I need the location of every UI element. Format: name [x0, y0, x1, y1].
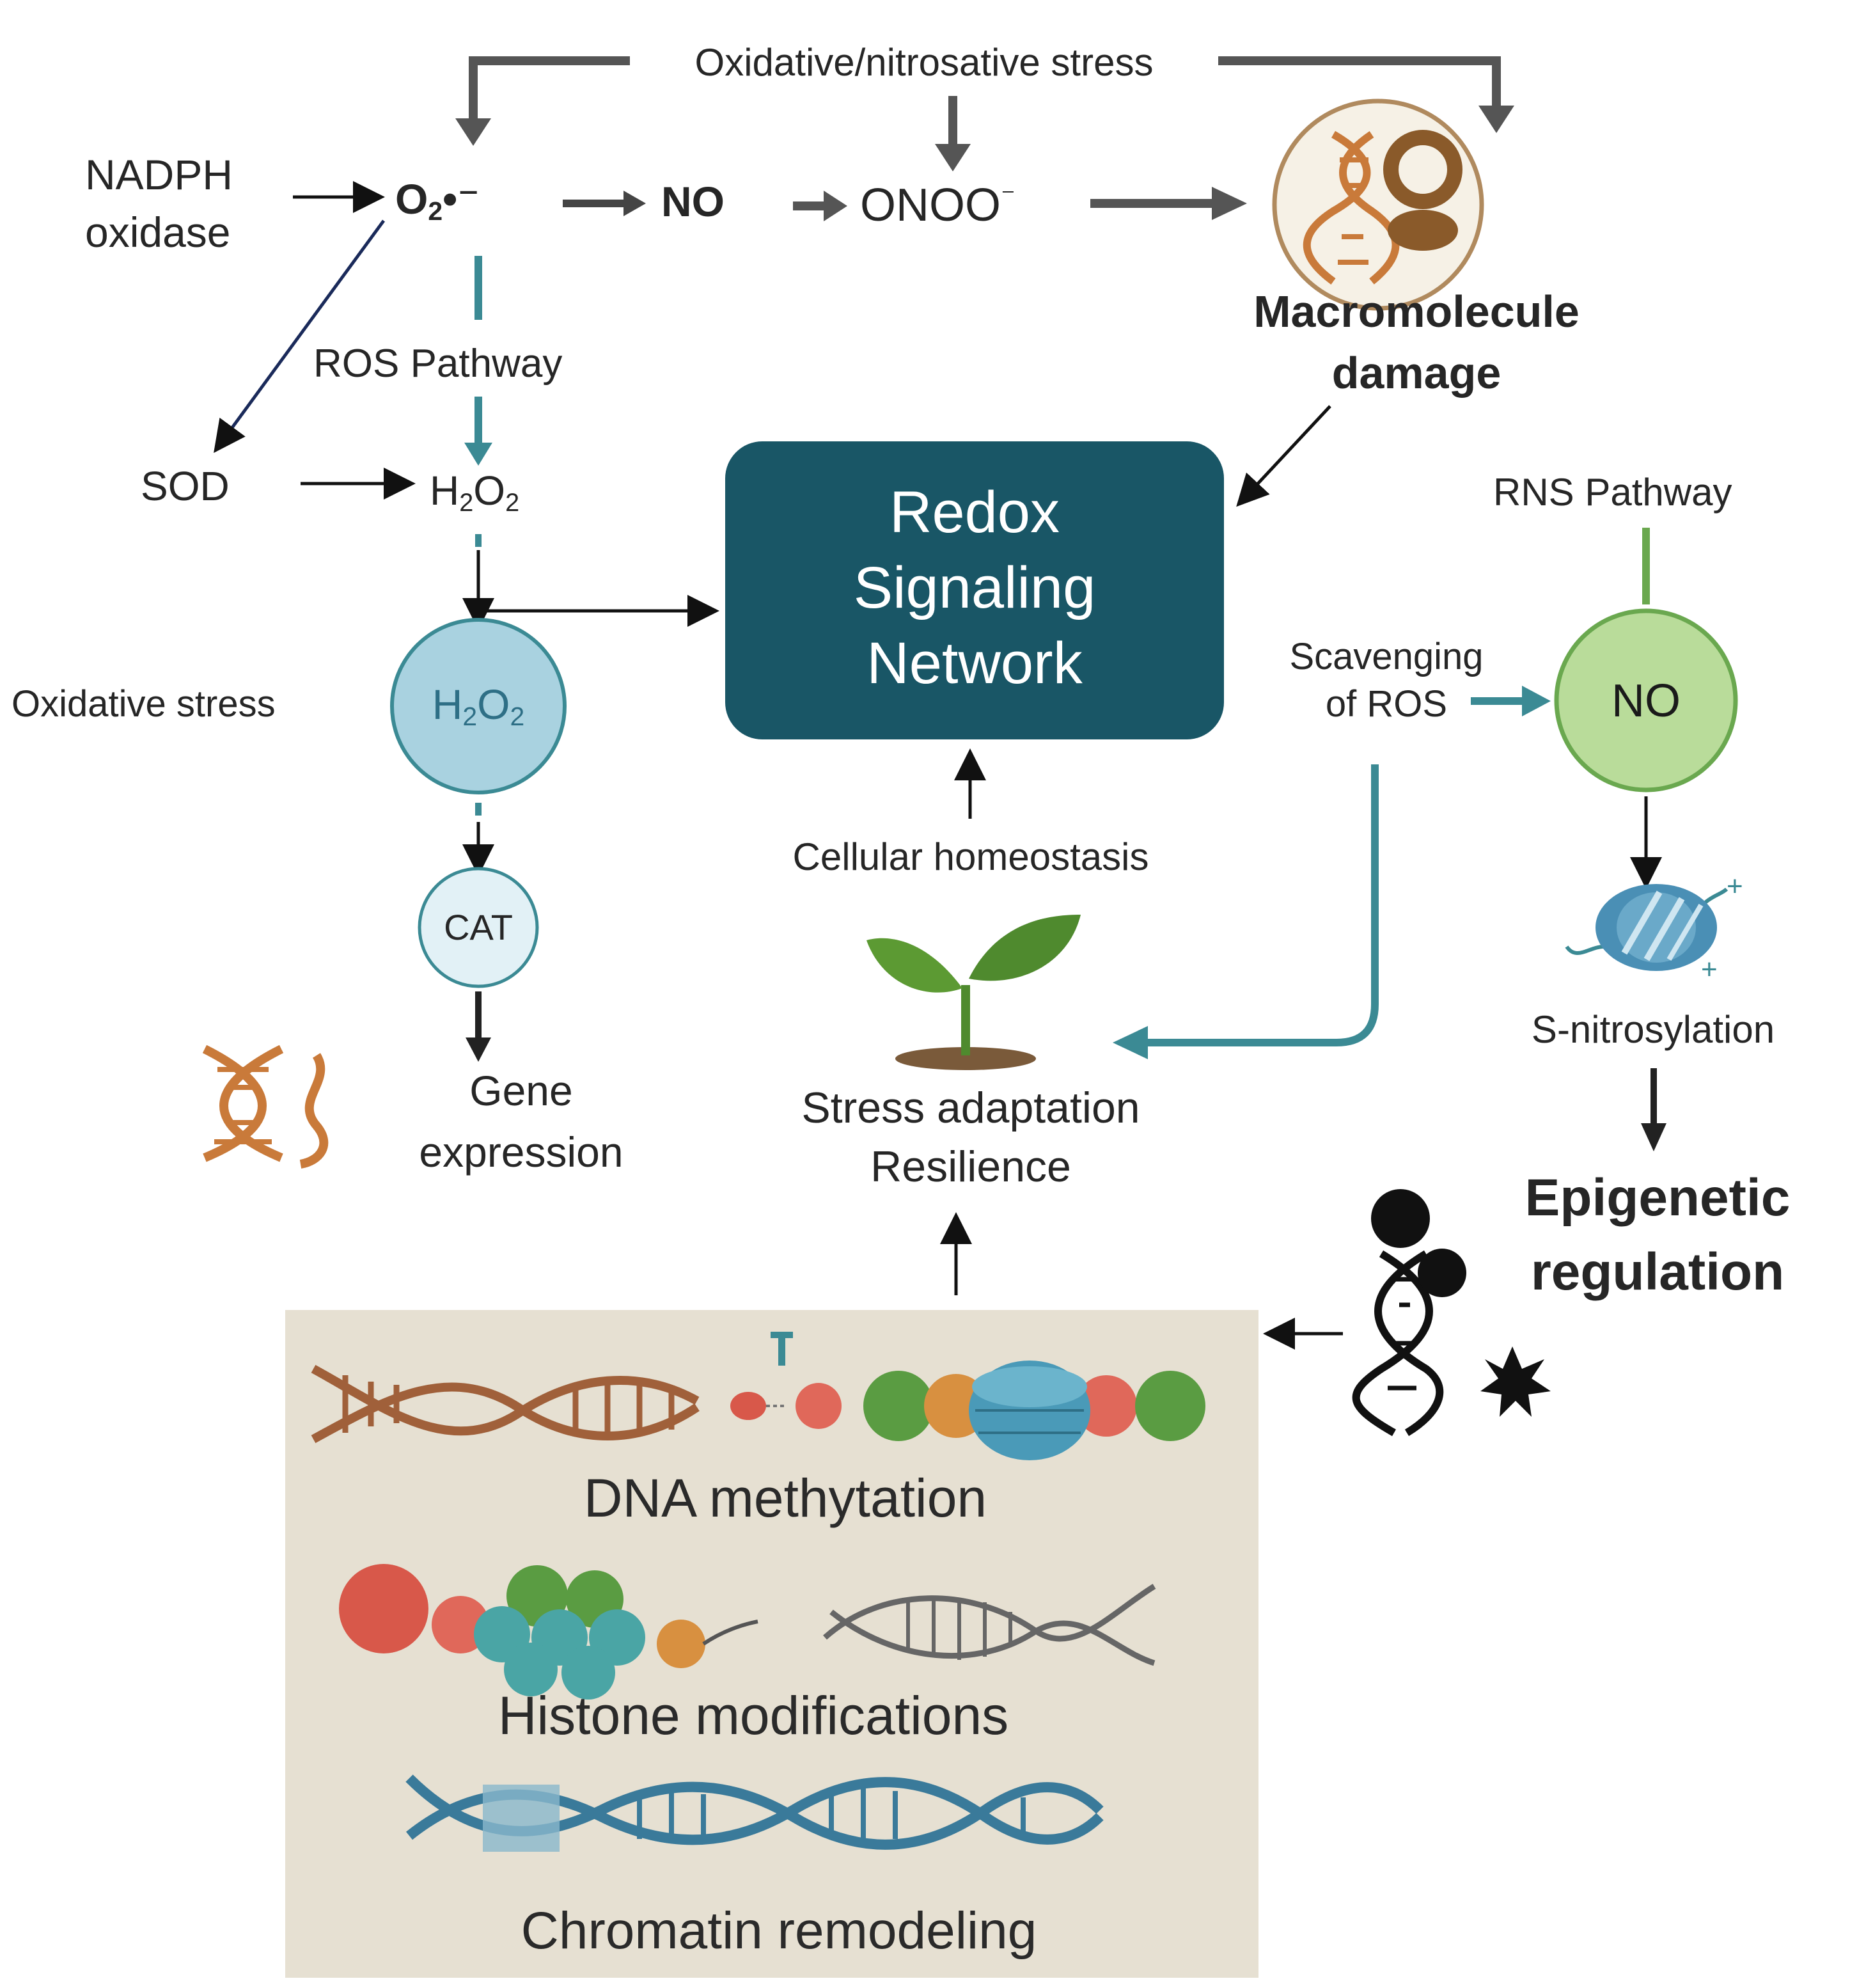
chromatin-helix-icon — [405, 1774, 1104, 1852]
stress-adaptation-line2: Resilience — [870, 1142, 1071, 1191]
macromolecule-label-line1: Macromolecule — [1253, 287, 1580, 336]
dna-methyl-icon — [311, 1332, 1205, 1460]
dna-helix-icon — [202, 1045, 329, 1169]
h2o2-circle-2b: 2 — [510, 702, 525, 732]
h2o2-top-2a: 2 — [459, 488, 474, 517]
superoxide-to-no-head — [623, 191, 646, 216]
macromolecule-label-line2: damage — [1331, 348, 1501, 398]
svg-text:+: + — [1701, 954, 1718, 985]
stress-bracket-arrowheads — [455, 106, 1514, 171]
redox-line-3: Network — [866, 631, 1083, 696]
nadph-label-line2: oxidase — [85, 209, 231, 256]
damage-to-redox-arrow — [1236, 405, 1331, 507]
epigenetic-regulation-line1: Epigenetic — [1525, 1169, 1791, 1227]
gene-expression-line1: Gene — [469, 1067, 573, 1114]
peroxynitrite-to-damage-head — [1212, 187, 1247, 220]
scavenging-label-line1: Scavenging — [1289, 636, 1484, 677]
scavenging-to-no-head — [1522, 686, 1551, 716]
superoxide-sup: •⁻ — [443, 175, 480, 223]
nadph-label-line1: NADPH — [85, 151, 233, 198]
h2o2-circle-h: H — [432, 681, 463, 728]
h2o2-circle — [390, 618, 567, 794]
histone-icon — [339, 1564, 1156, 1700]
h2o2-top-label: H2O2 — [430, 470, 519, 516]
superoxide-o: O — [395, 175, 428, 223]
redox-line-1: Redox — [890, 480, 1060, 545]
cat-circle — [418, 867, 539, 988]
superoxide-label: O2•⁻ — [395, 178, 480, 225]
dna-methylation-label: DNA methytation — [583, 1468, 987, 1528]
oxidative-stress-label: Oxidative stress — [12, 683, 276, 725]
h2o2-top-h: H — [430, 468, 460, 514]
chromatin-remodeling-label: Chromatin remodeling — [521, 1902, 1037, 1960]
h2o2-circle-o: O — [477, 681, 510, 728]
svg-text:+: + — [1727, 871, 1743, 902]
redox-line-2: Signaling — [853, 555, 1096, 620]
cat-label: CAT — [444, 907, 513, 947]
no-circle-label: NO — [1611, 675, 1681, 727]
oxidative-nitrosative-stress-label: Oxidative/nitrosative stress — [694, 41, 1154, 84]
sod-label: SOD — [141, 463, 230, 509]
epigenetic-regulation-line2: regulation — [1530, 1243, 1785, 1301]
snitrosylation-to-epigenetic-head — [1641, 1123, 1666, 1151]
no-top-label: NO — [661, 178, 725, 225]
nucleosome-icon: + + — [1565, 871, 1743, 985]
dna-marks-icon — [1352, 1189, 1551, 1437]
scavenging-to-adaptation-line — [1145, 764, 1379, 1046]
seedling-icon — [866, 915, 1081, 1070]
rns-pathway-label: RNS Pathway — [1493, 471, 1732, 514]
cellular-homeostasis-label: Cellular homeostasis — [792, 835, 1149, 878]
h2o2-top-2b: 2 — [505, 488, 520, 517]
superoxide-sub: 2 — [428, 196, 443, 226]
h2o2-circle-label: H2O2 — [432, 683, 525, 730]
h2o2-circle-2a: 2 — [462, 702, 478, 732]
peroxynitrite-sup: ⁻ — [1001, 181, 1015, 212]
gene-expression-line2: expression — [419, 1128, 623, 1176]
ros-pathway-head — [464, 443, 492, 466]
superoxide-to-sod-arrow — [214, 219, 386, 454]
scavenging-to-adaptation-head — [1113, 1026, 1148, 1059]
scavenging-label-line2: of ROS — [1325, 683, 1448, 725]
peroxynitrite-label: ONOO⁻ — [860, 182, 1015, 228]
ros-pathway-label: ROS Pathway — [313, 342, 563, 386]
redox-signaling-network-box: Redox Signaling Network — [725, 441, 1224, 739]
no-circle — [1554, 608, 1738, 793]
no-to-peroxynitrite-head — [824, 191, 847, 221]
redox-signaling-network-label: Redox Signaling Network — [725, 475, 1224, 701]
stress-adaptation-line1: Stress adaptation — [801, 1084, 1140, 1132]
histone-modifications-label: Histone modifications — [498, 1685, 1009, 1746]
stress-bracket — [469, 56, 1501, 147]
peroxynitrite-text: ONOO — [860, 180, 1001, 231]
macromolecule-damage-icon — [1272, 99, 1484, 311]
h2o2-top-o: O — [473, 468, 506, 514]
cat-to-gene-head — [466, 1037, 491, 1062]
s-nitrosylation-label: S-nitrosylation — [1531, 1008, 1775, 1051]
